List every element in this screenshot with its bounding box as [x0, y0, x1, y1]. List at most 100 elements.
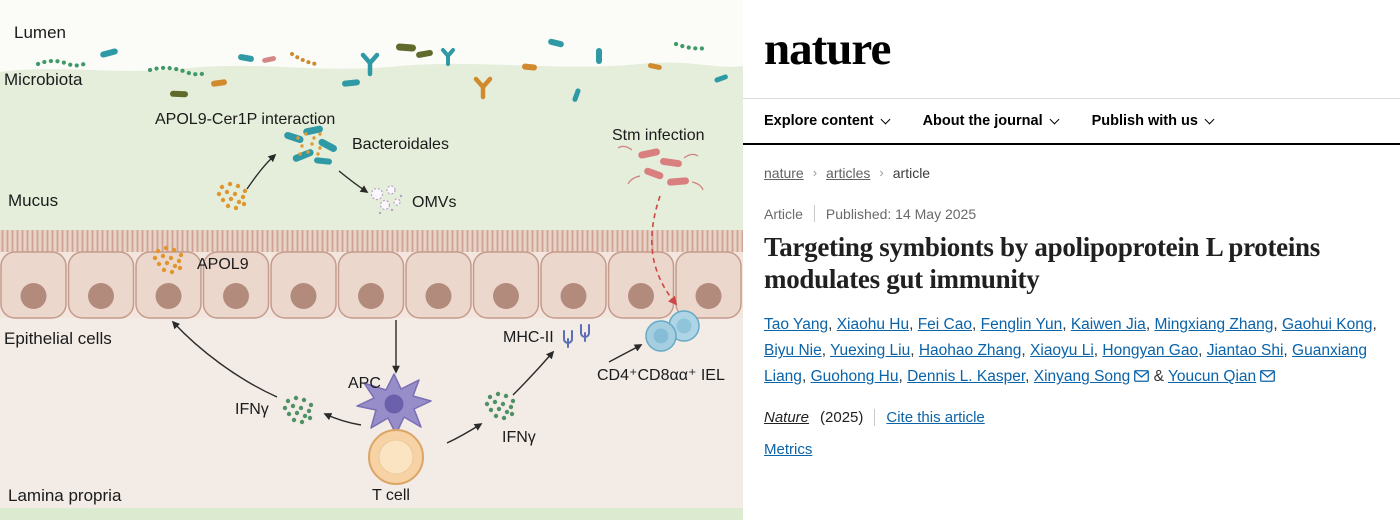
author-link[interactable]: Haohao Zhang: [918, 342, 1022, 360]
label-epithelial-cells: Epithelial cells: [4, 329, 112, 348]
author-separator: ,: [972, 315, 981, 333]
author-link[interactable]: Fenglin Yun: [980, 315, 1063, 333]
author-separator: ,: [1145, 315, 1155, 333]
published-date: Published: 14 May 2025: [825, 205, 977, 222]
label-ifng-right: IFNγ: [502, 429, 536, 446]
label-mucus: Mucus: [8, 191, 58, 210]
email-icon[interactable]: [1260, 364, 1276, 390]
nav-publish-with-us[interactable]: Publish with us: [1091, 113, 1215, 129]
label-ifng-left: IFNγ: [235, 401, 269, 418]
nav-explore-content-label: Explore content: [764, 113, 874, 129]
site-header: nature: [743, 0, 1400, 99]
label-apol9-cer1p: APOL9-Cer1P interaction: [155, 111, 335, 128]
chevron-down-icon: [1204, 114, 1215, 124]
label-omvs: OMVs: [412, 194, 456, 211]
author-list: Tao Yang, Xiaohu Hu, Fei Cao, Fenglin Yu…: [764, 312, 1378, 391]
bacteroidales-cluster-icon: [284, 125, 338, 165]
t-cell-icon: [368, 429, 424, 485]
mucus-layer: [0, 62, 743, 234]
author-separator: ,: [1021, 342, 1031, 360]
chevron-down-icon: [880, 114, 891, 124]
label-microbiota: Microbiota: [4, 70, 83, 89]
author-link[interactable]: Hongyan Gao: [1102, 342, 1199, 360]
label-stm-infection: Stm infection: [612, 127, 704, 144]
chevron-right-icon: ›: [879, 164, 884, 180]
nav-publish-with-us-label: Publish with us: [1091, 113, 1198, 129]
figure-arrows: [171, 153, 643, 444]
breadcrumb-articles[interactable]: articles: [826, 165, 871, 181]
divider: [874, 408, 876, 426]
author-separator: ,: [1372, 315, 1377, 333]
article-panel: nature Explore content About the journal…: [743, 0, 1400, 520]
author-separator: ,: [898, 368, 908, 386]
author-separator: ,: [1093, 342, 1103, 360]
author-link[interactable]: Xiaohu Hu: [836, 315, 910, 333]
omv-icons: [370, 185, 403, 215]
iel-cells-icon: [645, 310, 700, 352]
label-apc: APC: [348, 375, 381, 392]
gut-immunity-figure: Lumen Microbiota APOL9-Cer1P interaction…: [0, 23, 743, 520]
metrics-link[interactable]: Metrics: [764, 440, 813, 458]
author-separator: ,: [1273, 315, 1282, 333]
breadcrumb-article: article: [892, 165, 931, 181]
article-type-label: Article: [764, 205, 803, 222]
author-separator: ,: [1283, 342, 1293, 360]
mhc2-icon: [563, 324, 590, 348]
author-link[interactable]: Tao Yang: [764, 315, 829, 333]
breadcrumb: nature › articles › article: [764, 164, 1378, 182]
journal-link[interactable]: Nature: [764, 408, 810, 426]
author-ampersand: &: [1149, 368, 1168, 386]
author-separator: ,: [1198, 342, 1207, 360]
nav-explore-content[interactable]: Explore content: [764, 113, 891, 129]
microbiota-icons: [35, 38, 728, 102]
metrics-row: Metrics: [764, 441, 1378, 458]
article-meta: Article Published: 14 May 2025: [764, 205, 1378, 222]
chevron-down-icon: [1049, 114, 1060, 124]
author-separator: ,: [828, 315, 837, 333]
label-apol9: APOL9: [197, 256, 249, 273]
author-link[interactable]: Xinyang Song: [1033, 368, 1131, 386]
author-separator: ,: [801, 368, 811, 386]
chevron-right-icon: ›: [812, 164, 818, 180]
email-icon[interactable]: [1134, 364, 1150, 390]
author-separator: ,: [1062, 315, 1071, 333]
author-link[interactable]: Guohong Hu: [810, 368, 899, 386]
label-lumen: Lumen: [14, 23, 66, 42]
author-link[interactable]: Gaohui Kong: [1281, 315, 1373, 333]
bottom-strip: [0, 508, 743, 520]
label-iel: CD4⁺CD8αα⁺ IEL: [597, 367, 725, 384]
author-separator: ,: [821, 342, 831, 360]
author-link[interactable]: Guanxiang Liang: [764, 342, 1368, 386]
author-link[interactable]: Kaiwen Jia: [1070, 315, 1146, 333]
divider: [813, 205, 815, 222]
author-link[interactable]: Jiantao Shi: [1206, 342, 1284, 360]
author-link[interactable]: Fei Cao: [917, 315, 972, 333]
breadcrumb-nature[interactable]: nature: [764, 165, 804, 181]
article-content: nature › articles › article Article Publ…: [743, 145, 1400, 458]
author-separator: ,: [910, 342, 919, 360]
site-nav: Explore content About the journal Publis…: [743, 99, 1400, 145]
nav-about-the-journal-label: About the journal: [922, 113, 1043, 129]
epithelial-layer: [0, 230, 743, 319]
journal-year: (2025): [820, 408, 864, 426]
label-mhc2: MHC-II: [503, 329, 554, 346]
author-link[interactable]: Xiaoyu Li: [1030, 342, 1094, 360]
author-link[interactable]: Yuexing Liu: [830, 342, 911, 360]
label-lamina-propria: Lamina propria: [8, 486, 122, 505]
nature-logo[interactable]: nature: [764, 22, 891, 75]
journal-citation-row: Nature (2025) Cite this article: [764, 408, 1378, 426]
cite-this-article-link[interactable]: Cite this article: [886, 408, 985, 426]
author-link[interactable]: Dennis L. Kasper: [907, 368, 1026, 386]
nav-about-the-journal[interactable]: About the journal: [922, 113, 1060, 129]
author-link[interactable]: Biyu Nie: [764, 342, 822, 360]
author-separator: ,: [1025, 368, 1034, 386]
author-separator: ,: [909, 315, 918, 333]
label-bacteroidales: Bacteroidales: [352, 136, 449, 153]
author-link[interactable]: Mingxiang Zhang: [1154, 315, 1274, 333]
label-t-cell: T cell: [372, 487, 410, 504]
lamina-propria-layer: [0, 318, 743, 520]
page-title: Targeting symbionts by apolipoprotein L …: [764, 232, 1320, 294]
author-link[interactable]: Youcun Qian: [1167, 368, 1257, 386]
stm-infection-arrow: [651, 195, 678, 306]
